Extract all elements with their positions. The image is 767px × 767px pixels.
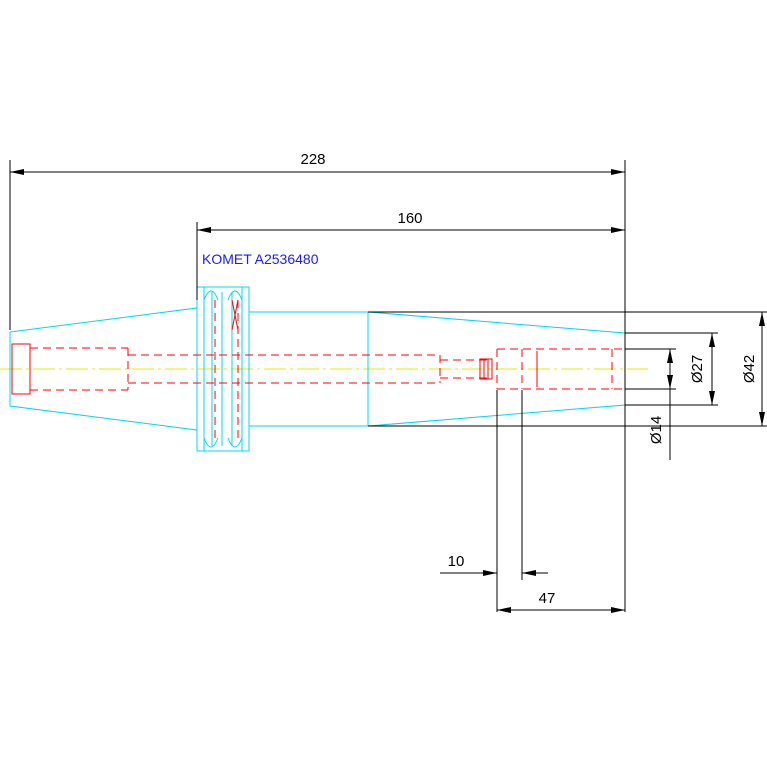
dim-dia-bore-label: Ø14 bbox=[648, 416, 665, 444]
part-label: KOMET A2536480 bbox=[202, 251, 319, 267]
dim-shank-length-label: 160 bbox=[397, 210, 422, 227]
dim-bore-offset: 10 bbox=[440, 390, 548, 612]
dim-dia-outer-label: Ø42 bbox=[741, 355, 758, 383]
dim-overall-length: 228 bbox=[9, 151, 626, 612]
dim-dia-mid-label: Ø27 bbox=[689, 355, 706, 383]
dim-diameters: Ø42 Ø27 Ø14 bbox=[368, 311, 767, 460]
hidden-bore bbox=[11, 299, 625, 438]
shank-body bbox=[249, 311, 369, 427]
dim-overall-length-label: 228 bbox=[300, 151, 325, 168]
dim-bore-offset-label: 10 bbox=[448, 553, 465, 570]
dim-shank-length: 160 bbox=[196, 210, 625, 300]
dim-bore-depth-label: 47 bbox=[539, 590, 556, 607]
dim-bore-depth: 47 bbox=[497, 590, 625, 613]
flange bbox=[196, 286, 250, 452]
